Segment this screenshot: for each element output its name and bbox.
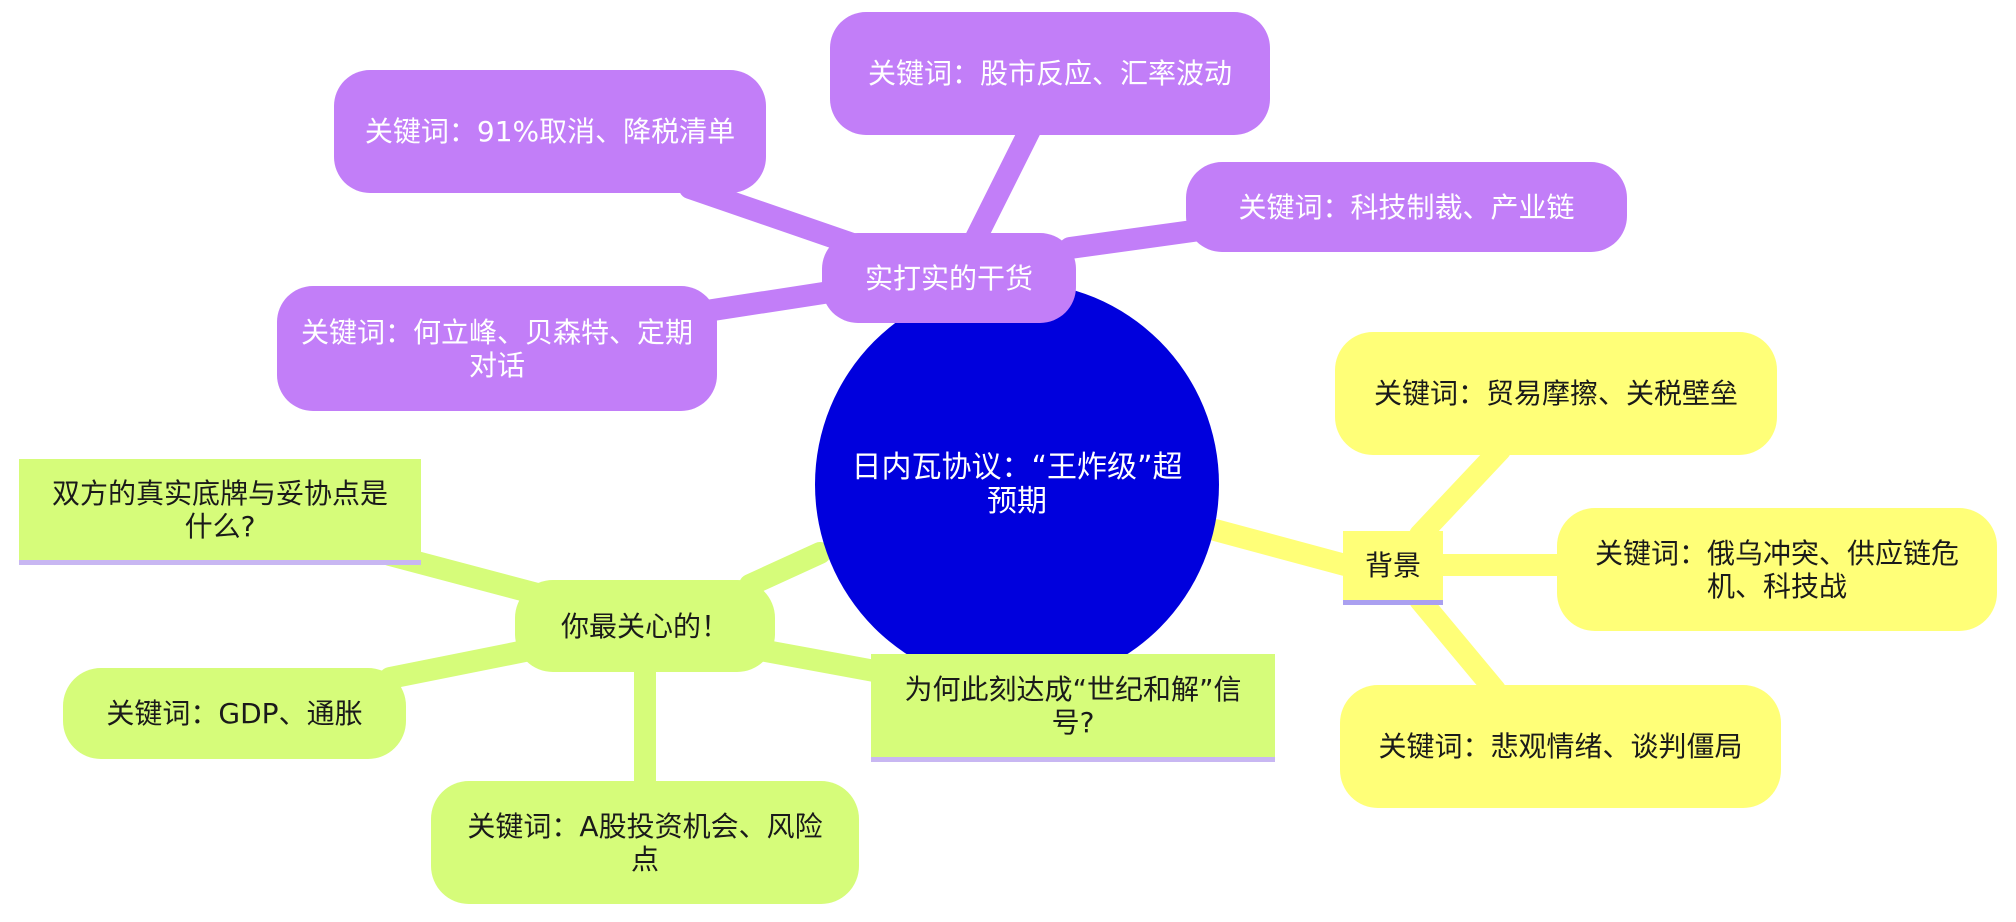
yellow-child-1-label: 关键词：贸易摩擦、关税壁垒 xyxy=(1373,377,1738,410)
green-child-1[interactable]: 双方的真实底牌与妥协点是什么? xyxy=(19,459,421,565)
yellow-child-3-label: 关键词：悲观情绪、谈判僵局 xyxy=(1378,730,1743,763)
edge-root-yellow xyxy=(1204,519,1356,576)
green-child-3[interactable]: 关键词：A股投资机会、风险点 xyxy=(431,781,859,904)
edge-green-child-2 xyxy=(379,637,551,689)
yellow-child-1[interactable]: 关键词：贸易摩擦、关税壁垒 xyxy=(1335,332,1777,455)
green-child-2-label: 关键词：GDP、通胀 xyxy=(106,697,363,730)
purple-child-2[interactable]: 关键词：91%取消、降税清单 xyxy=(334,70,766,193)
yellow-child-2-label: 关键词：俄乌冲突、供应链危机、科技战 xyxy=(1594,536,1959,603)
green-child-3-label: 关键词：A股投资机会、风险点 xyxy=(467,809,823,876)
branch-node-green[interactable]: 你最关心的！ xyxy=(515,580,775,672)
green-child-2[interactable]: 关键词：GDP、通胀 xyxy=(63,668,406,759)
branch-node-purple[interactable]: 实打实的干货 xyxy=(822,233,1076,323)
purple-child-3-label: 关键词：科技制裁、产业链 xyxy=(1238,190,1575,224)
edge-yellow-child-3 xyxy=(1409,589,1506,701)
edge-yellow-child-1 xyxy=(1409,439,1511,546)
edge-purple-child-3 xyxy=(1059,219,1211,259)
purple-child-2-label: 关键词：91%取消、降税清单 xyxy=(364,115,736,148)
yellow-child-3[interactable]: 关键词：悲观情绪、谈判僵局 xyxy=(1340,685,1781,808)
green-child-4-label: 为何此刻达成“世纪和解”信号? xyxy=(904,672,1242,739)
branch-green-label: 你最关心的！ xyxy=(560,609,729,643)
purple-child-1-label: 关键词：股市反应、汇率波动 xyxy=(867,57,1232,90)
edge-root-green xyxy=(739,542,831,596)
branch-node-yellow[interactable]: 背景 xyxy=(1343,531,1443,605)
green-child-1-label: 双方的真实底牌与妥协点是什么? xyxy=(51,476,388,543)
edge-green-child-4 xyxy=(749,639,891,683)
branch-purple-label: 实打实的干货 xyxy=(864,261,1033,295)
root-node[interactable]: 日内瓦协议：“王炸级”超预期 xyxy=(815,282,1219,687)
green-child-4[interactable]: 为何此刻达成“世纪和解”信号? xyxy=(871,654,1275,762)
purple-child-3[interactable]: 关键词：科技制裁、产业链 xyxy=(1186,162,1627,252)
root-label: 日内瓦协议：“王炸级”超预期 xyxy=(851,449,1183,519)
purple-child-4[interactable]: 关键词：何立峰、贝森特、定期对话 xyxy=(277,286,717,411)
yellow-child-2[interactable]: 关键词：俄乌冲突、供应链危机、科技战 xyxy=(1557,508,1997,631)
edge-purple-child-4 xyxy=(689,281,841,323)
purple-child-1[interactable]: 关键词：股市反应、汇率波动 xyxy=(830,12,1270,135)
purple-child-4-label: 关键词：何立峰、贝森特、定期对话 xyxy=(301,315,694,382)
branch-yellow-label: 背景 xyxy=(1364,549,1421,582)
